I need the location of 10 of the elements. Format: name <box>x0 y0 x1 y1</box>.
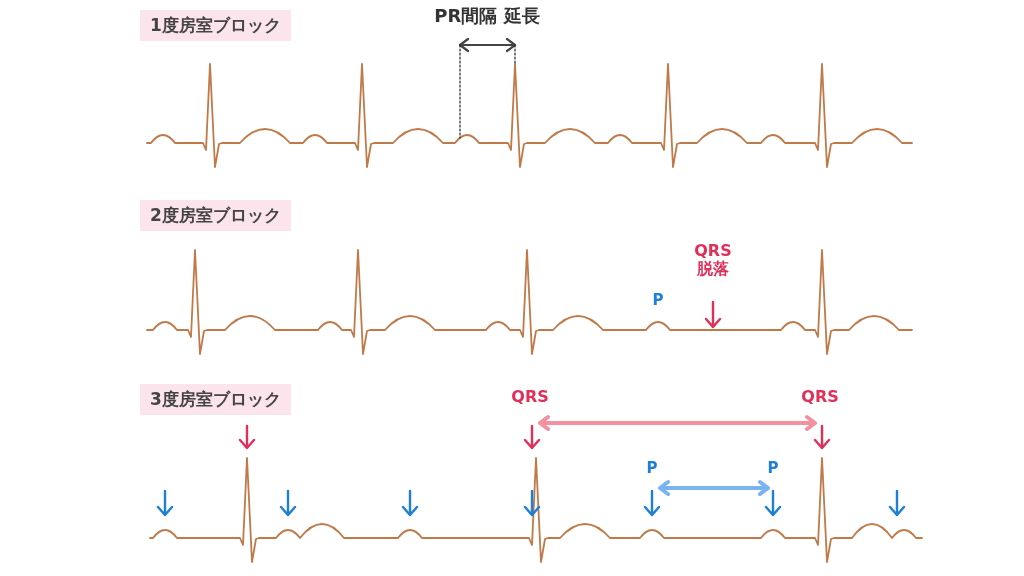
wave-label: P <box>767 460 779 478</box>
heading-tag: 3度房室ブロック <box>140 384 291 415</box>
wave-label: P <box>646 460 658 478</box>
heading-tag: 2度房室ブロック <box>140 200 291 231</box>
wave-label: P <box>652 292 664 310</box>
interval-label: PR間隔 延長 <box>434 6 540 27</box>
annotation-label: QRS脱落 <box>693 242 733 279</box>
wave-label: QRS <box>511 388 549 407</box>
wave-label: QRS <box>801 388 839 407</box>
heading-tag: 1度房室ブロック <box>140 10 291 41</box>
